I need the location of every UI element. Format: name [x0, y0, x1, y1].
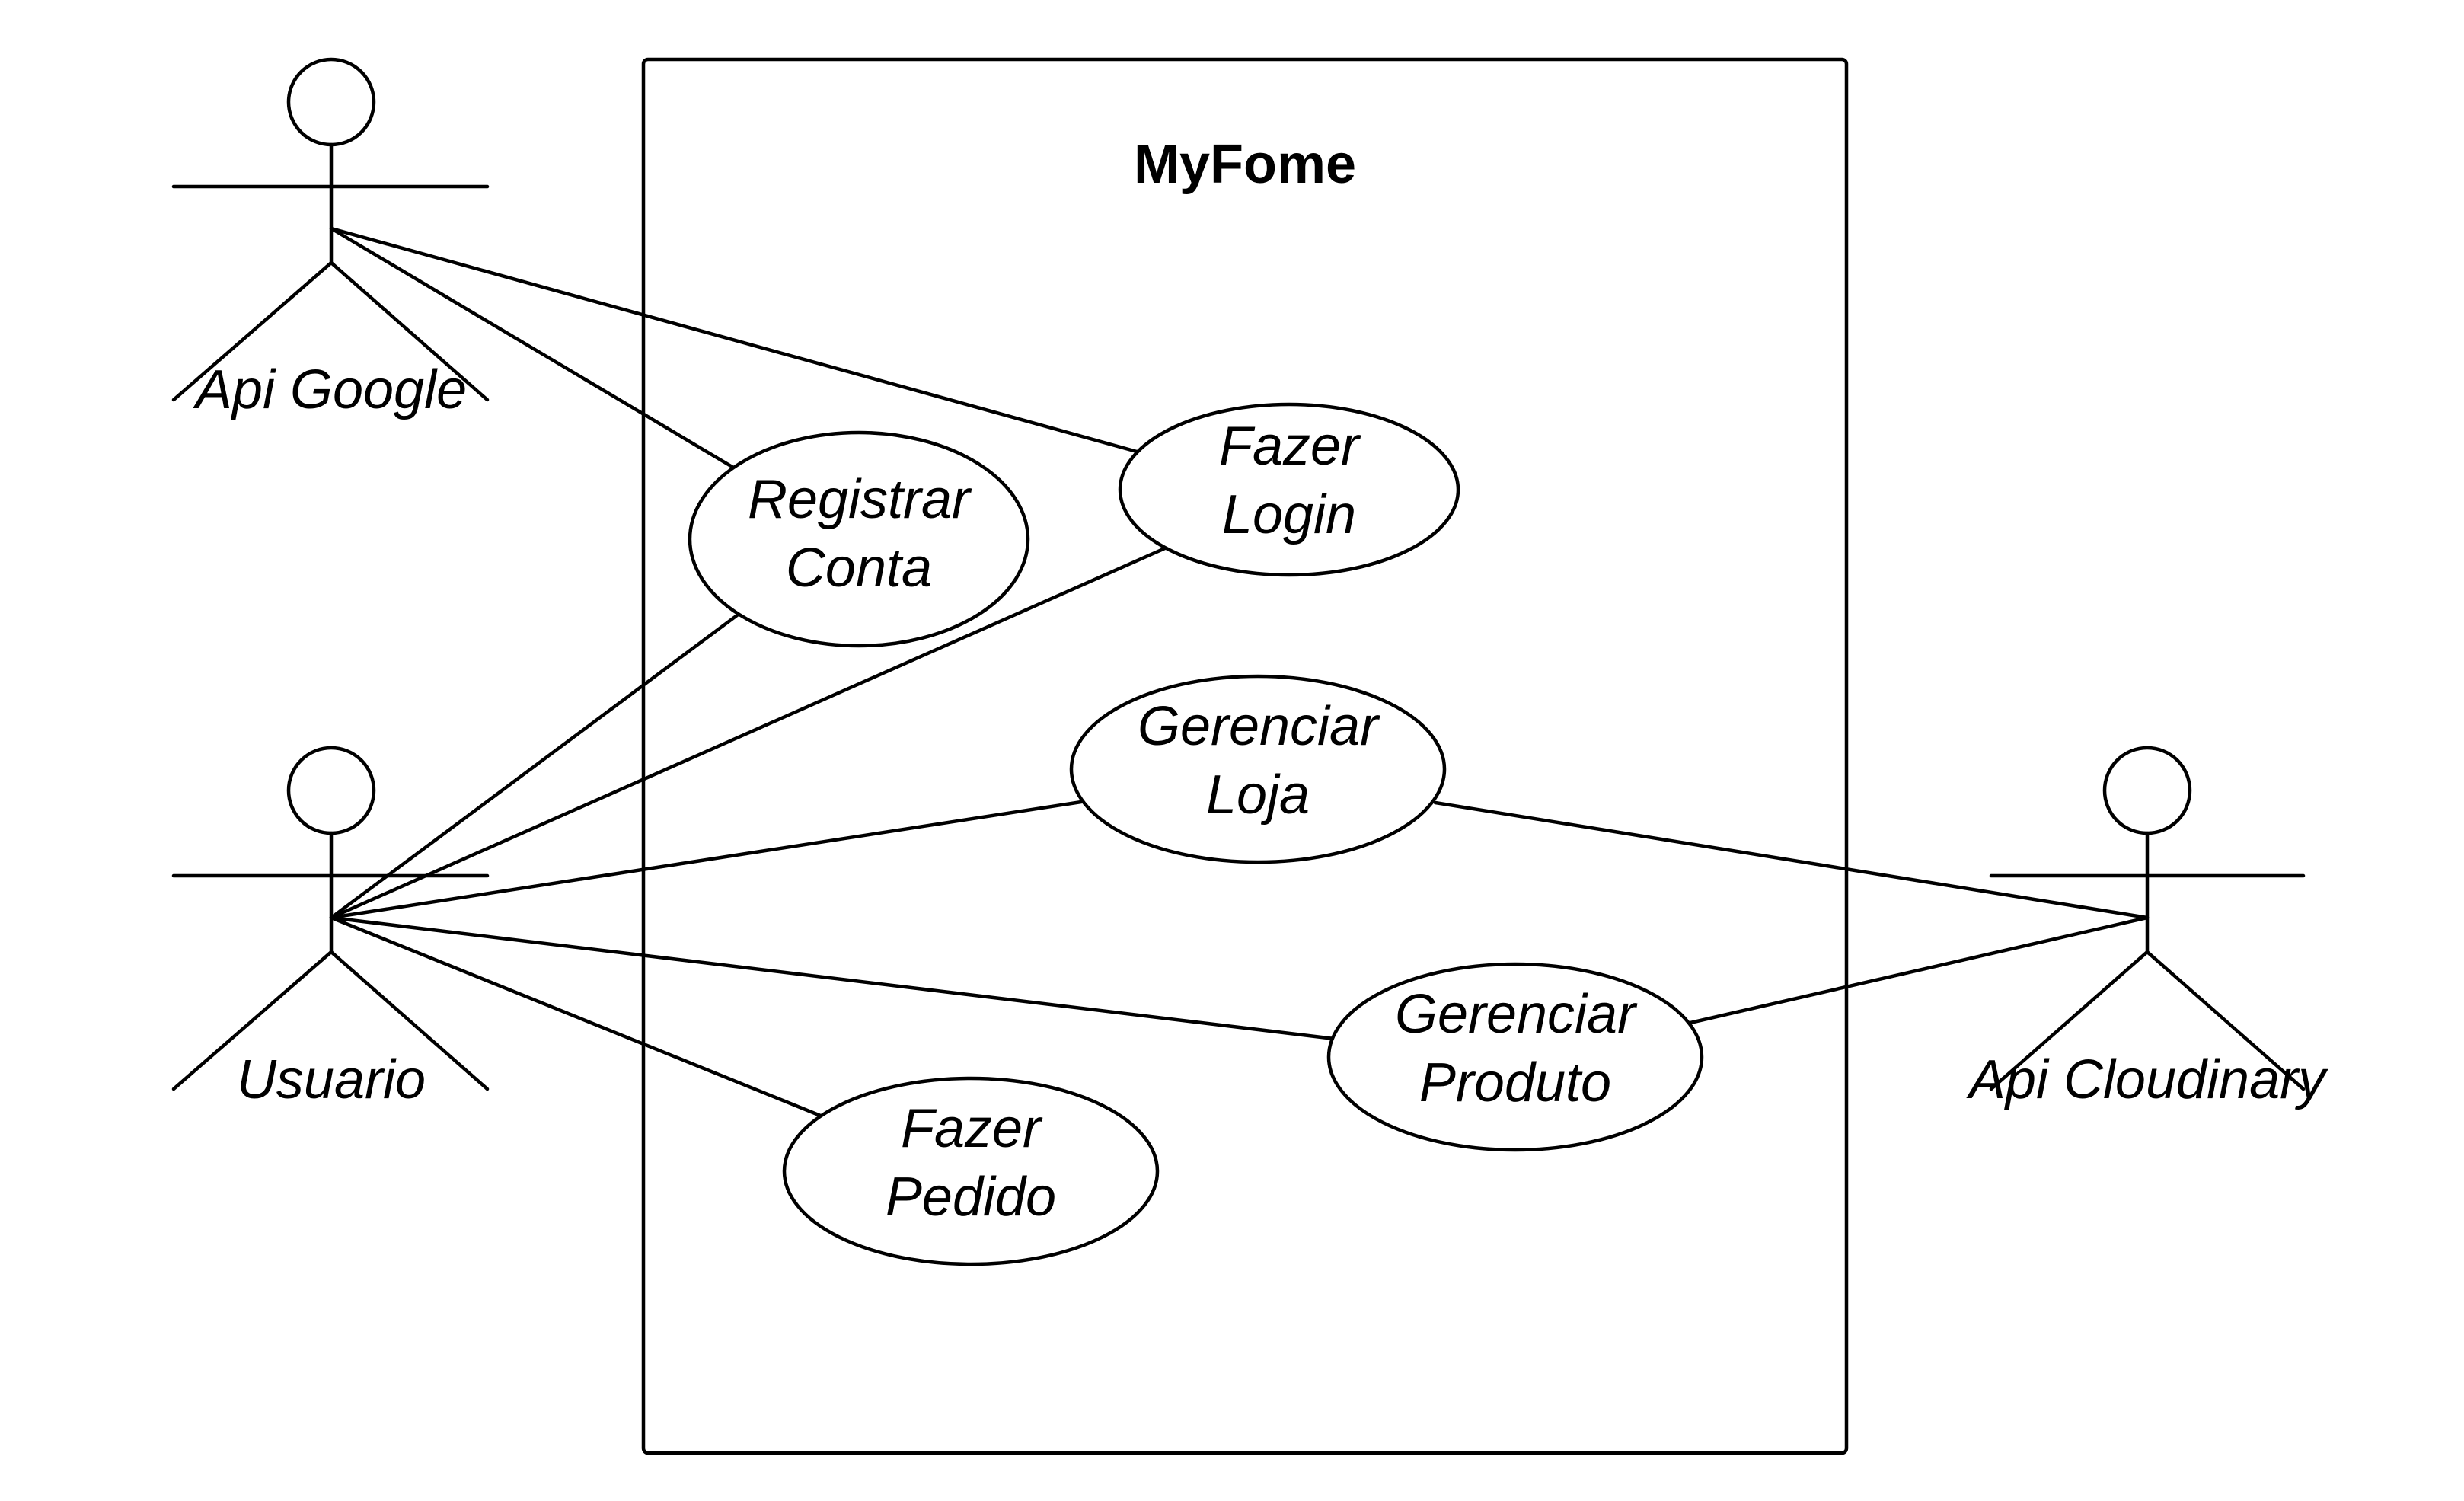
use-case-label-line2: Login — [1222, 484, 1356, 545]
associations — [329, 226, 2150, 1119]
use-case-label-line1: Gerenciar — [1138, 696, 1380, 757]
association-api-google-registrar-conta — [329, 226, 737, 471]
system-boundary — [641, 57, 1849, 1455]
use-case-shape — [1326, 962, 1704, 1152]
association-usuario-registrar-conta — [329, 613, 739, 920]
actor-right-leg — [329, 260, 490, 402]
actor-right-leg — [329, 950, 490, 1091]
actor-head — [286, 746, 376, 835]
use-case-fazer-pedido[interactable]: Fazer Pedido — [782, 1076, 1160, 1266]
actor-api-google[interactable]: Api Google — [171, 57, 490, 420]
use-case-shape — [688, 430, 1030, 648]
association-usuario-gerenciar-loja — [329, 800, 1084, 920]
actor-head — [286, 57, 376, 147]
actor-left-leg — [171, 950, 334, 1091]
use-case-fazer-login[interactable]: Fazer Login — [1118, 402, 1460, 577]
actor-left-leg — [1989, 950, 2150, 1091]
use-case-label-line2: Produto — [1419, 1052, 1611, 1113]
use-case-label-line1: Registrar — [748, 469, 972, 530]
association-api-google-fazer-login — [329, 226, 1139, 454]
use-case-gerenciar-loja[interactable]: Gerenciar Loja — [1069, 674, 1447, 864]
use-case-shape — [782, 1076, 1160, 1266]
use-case-label-line1: Gerenciar — [1395, 984, 1638, 1045]
association-api-cloudinary-gerenciar-produto — [1688, 915, 2150, 1025]
use-case-gerenciar-produto[interactable]: Gerenciar Produto — [1326, 962, 1704, 1152]
actor-usuario[interactable]: Usuario — [171, 746, 490, 1110]
actor-right-leg — [2145, 950, 2306, 1091]
association-usuario-fazer-pedido — [329, 915, 825, 1119]
use-case-label-line2: Loja — [1206, 765, 1310, 826]
system-title: MyFome — [1134, 134, 1356, 195]
use-case-label-line1: Fazer — [901, 1098, 1043, 1159]
use-case-label-line1: Fazer — [1219, 416, 1361, 477]
actor-api-cloudinary[interactable]: Api Cloudinary — [1966, 746, 2328, 1110]
association-api-cloudinary-gerenciar-loja — [1433, 800, 2150, 920]
actor-name: Api Cloudinary — [1966, 1049, 2328, 1110]
use-case-label-line2: Conta — [786, 538, 932, 599]
use-case-label-line2: Pedido — [886, 1167, 1056, 1228]
use-case-registrar-conta[interactable]: Registrar Conta — [688, 430, 1030, 648]
use-case-shape — [1069, 674, 1447, 864]
actor-name: Api Google — [193, 359, 467, 420]
use-case-shape — [1118, 402, 1460, 577]
association-usuario-fazer-login — [329, 546, 1167, 920]
actor-left-leg — [171, 260, 334, 402]
actor-name: Usuario — [237, 1049, 426, 1110]
actor-head — [2102, 746, 2192, 835]
association-usuario-gerenciar-produto — [329, 915, 1336, 1041]
